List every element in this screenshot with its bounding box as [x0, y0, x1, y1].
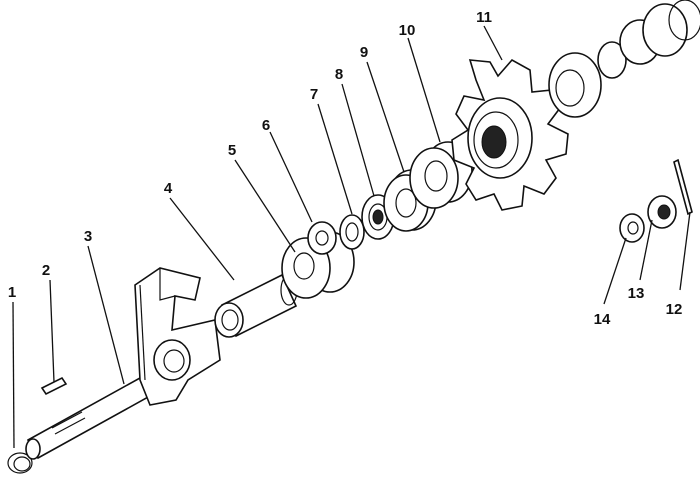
part-12-cotter-pin — [673, 158, 693, 216]
callout-12: 12 — [666, 301, 683, 318]
callout-9: 9 — [360, 44, 368, 61]
callout-5: 5 — [228, 142, 236, 159]
callout-2: 2 — [42, 262, 50, 279]
part-14-washer — [619, 213, 645, 243]
part-1-snap-ring — [7, 452, 33, 474]
part-7-ring — [339, 214, 365, 250]
callout-4: 4 — [164, 180, 173, 197]
callout-6: 6 — [262, 117, 270, 134]
bracket-housing — [134, 267, 221, 406]
callout-3: 3 — [84, 228, 92, 245]
part-2-key — [40, 376, 68, 396]
callout-1: 1 — [8, 284, 16, 301]
part-4-bushing — [214, 273, 298, 338]
upper-hub-assembly — [548, 0, 700, 118]
callout-7: 7 — [310, 86, 318, 103]
callout-14: 14 — [594, 311, 611, 328]
callout-13: 13 — [628, 285, 645, 302]
callout-11: 11 — [476, 9, 492, 26]
part-11-sprocket — [451, 58, 569, 211]
part-6-washer — [307, 221, 337, 255]
part-13-nut — [647, 195, 677, 229]
callout-8: 8 — [335, 66, 343, 83]
callout-labels: 1 2 3 4 5 6 7 8 9 10 11 12 13 14 — [8, 9, 683, 328]
callout-10: 10 — [399, 22, 416, 39]
leader-lines — [12, 25, 691, 449]
